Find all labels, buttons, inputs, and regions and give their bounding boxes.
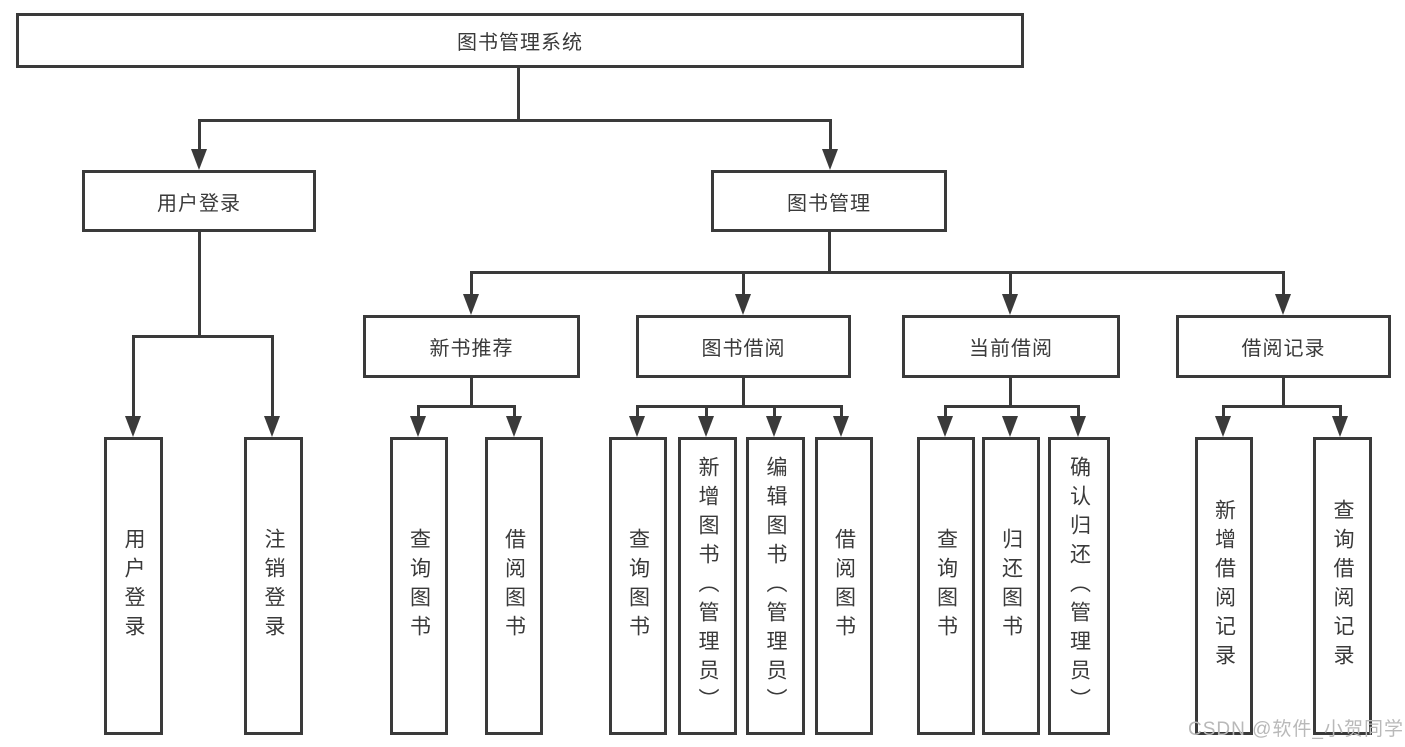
leaf-label: 查询借阅记录	[1331, 499, 1354, 673]
connector-line	[1282, 271, 1285, 296]
leaf-label: 注销登录	[262, 528, 285, 644]
leaf-logout: 注销登录	[244, 437, 303, 735]
node-label: 新书推荐	[429, 338, 514, 360]
connector-line	[132, 335, 274, 338]
connector-line	[742, 271, 745, 296]
node-label: 图书借阅	[701, 338, 786, 360]
arrowhead-down-icon	[506, 416, 522, 437]
connector-line	[470, 378, 473, 408]
leaf-add-books-admin: 新增图书（管理员）	[678, 437, 737, 735]
leaf-label: 编辑图书（管理员）	[764, 455, 787, 717]
connector-line	[513, 405, 516, 419]
connector-line	[198, 119, 832, 122]
connector-line	[636, 405, 639, 419]
leaf-edit-books-admin: 编辑图书（管理员）	[746, 437, 805, 735]
arrowhead-down-icon	[937, 416, 953, 437]
arrowhead-down-icon	[629, 416, 645, 437]
node-book-management: 图书管理	[711, 170, 947, 232]
connector-line	[773, 405, 776, 419]
connector-line	[1339, 405, 1342, 419]
leaf-confirm-return-admin: 确认归还（管理员）	[1048, 437, 1110, 735]
arrowhead-down-icon	[1275, 294, 1291, 315]
leaf-label: 查询图书	[407, 528, 431, 644]
node-library-management-system: 图书管理系统	[16, 13, 1024, 68]
leaf-label: 查询图书	[934, 528, 958, 644]
arrowhead-down-icon	[125, 416, 141, 437]
leaf-label: 新增借阅记录	[1212, 499, 1236, 673]
arrowhead-down-icon	[463, 294, 479, 315]
arrowhead-down-icon	[698, 416, 714, 437]
connector-line	[271, 335, 274, 417]
leaf-label: 查询图书	[626, 528, 650, 644]
leaf-query-books-current: 查询图书	[917, 437, 975, 735]
leaf-user-login: 用户登录	[104, 437, 163, 735]
connector-line	[417, 405, 516, 408]
connector-line	[417, 405, 420, 419]
leaf-label: 确认归还（管理员）	[1067, 455, 1091, 717]
node-book-borrowing: 图书借阅	[636, 315, 851, 378]
leaf-query-borrow-record: 查询借阅记录	[1313, 437, 1372, 735]
node-current-borrowing: 当前借阅	[902, 315, 1120, 378]
connector-line	[1009, 271, 1012, 296]
leaf-label: 借阅图书	[502, 528, 526, 644]
connector-line	[705, 405, 708, 419]
arrowhead-down-icon	[1002, 294, 1018, 315]
connector-line	[470, 271, 473, 296]
node-label: 图书管理	[787, 192, 871, 215]
node-label: 图书管理系统	[457, 32, 583, 54]
node-borrowing-records: 借阅记录	[1176, 315, 1391, 378]
leaf-borrow-books: 借阅图书	[815, 437, 873, 735]
connector-line	[198, 119, 201, 153]
connector-line	[828, 232, 831, 274]
node-user-login: 用户登录	[82, 170, 316, 232]
connector-line	[742, 378, 745, 408]
connector-line	[944, 405, 947, 419]
connector-line	[636, 405, 843, 408]
connector-line	[1222, 405, 1225, 419]
connector-line	[1282, 378, 1285, 408]
connector-line	[840, 405, 843, 419]
arrowhead-down-icon	[1070, 416, 1086, 437]
leaf-label: 新增图书（管理员）	[696, 455, 719, 717]
leaf-label: 借阅图书	[832, 528, 856, 644]
connector-line	[1077, 405, 1080, 419]
arrowhead-down-icon	[410, 416, 426, 437]
arrowhead-down-icon	[822, 149, 838, 170]
csdn-watermark: CSDN @软件_小贺同学	[1188, 719, 1404, 740]
node-new-book-recommendation: 新书推荐	[363, 315, 580, 378]
arrowhead-down-icon	[1332, 416, 1348, 437]
connector-line	[944, 405, 1080, 408]
leaf-return-books: 归还图书	[982, 437, 1040, 735]
connector-line	[829, 119, 832, 153]
arrowhead-down-icon	[766, 416, 782, 437]
connector-line	[132, 335, 135, 417]
leaf-add-borrow-record: 新增借阅记录	[1195, 437, 1253, 735]
leaf-query-books-recommend: 查询图书	[390, 437, 448, 735]
connector-line	[1222, 405, 1341, 408]
node-label: 借阅记录	[1241, 338, 1326, 360]
arrowhead-down-icon	[264, 416, 280, 437]
arrowhead-down-icon	[833, 416, 849, 437]
arrowhead-down-icon	[1215, 416, 1231, 437]
leaf-label: 用户登录	[122, 528, 145, 644]
arrowhead-down-icon	[191, 149, 207, 170]
arrowhead-down-icon	[735, 294, 751, 315]
leaf-borrow-books-recommend: 借阅图书	[485, 437, 543, 735]
connector-line	[517, 66, 520, 122]
arrowhead-down-icon	[1002, 416, 1018, 437]
node-label: 当前借阅	[969, 338, 1053, 360]
connector-line	[1009, 378, 1012, 408]
leaf-query-books-borrow: 查询图书	[609, 437, 667, 735]
connector-line	[198, 232, 201, 338]
connector-line	[470, 271, 1285, 274]
node-label: 用户登录	[157, 192, 241, 215]
leaf-label: 归还图书	[999, 528, 1023, 644]
